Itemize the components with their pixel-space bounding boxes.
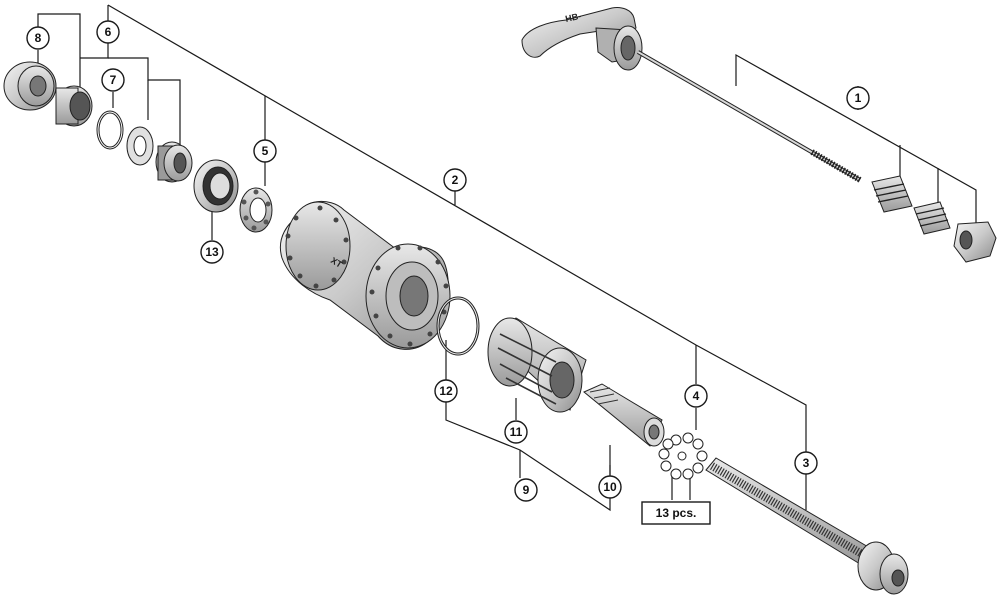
spacer-part xyxy=(126,126,154,166)
quick-release-skewer-rod xyxy=(637,50,862,183)
callout-4: 4 xyxy=(684,384,708,408)
svg-text:12: 12 xyxy=(439,384,453,398)
callout-5: 5 xyxy=(253,139,277,163)
callout-11: 11 xyxy=(504,420,528,444)
hub-body: XT xyxy=(280,200,451,350)
skewer-spring-2 xyxy=(913,201,951,235)
svg-text:1: 1 xyxy=(855,91,862,105)
cone-part xyxy=(55,85,93,127)
callout-9: 9 xyxy=(514,478,538,502)
o-ring-part-12 xyxy=(436,296,480,356)
svg-text:6: 6 xyxy=(105,25,112,39)
cone-part-2 xyxy=(155,141,193,183)
callout-6: 6 xyxy=(96,20,120,44)
hub-spoke-holes xyxy=(285,205,449,347)
qr-brand-text: HB- xyxy=(564,11,582,24)
callout-13: 13 xyxy=(200,240,224,264)
ball-bearings-part-4 xyxy=(658,432,708,480)
callout-12: 12 xyxy=(434,379,458,403)
skewer-nut xyxy=(953,221,997,263)
callout-8: 8 xyxy=(26,26,50,50)
freehub-body-part-11 xyxy=(487,317,587,413)
svg-text:9: 9 xyxy=(523,483,530,497)
svg-text:8: 8 xyxy=(35,31,42,45)
callout-3: 3 xyxy=(794,451,818,475)
callout-2: 2 xyxy=(443,168,467,192)
svg-text:7: 7 xyxy=(110,73,117,87)
washer-part-7 xyxy=(96,110,124,150)
svg-text:3: 3 xyxy=(803,456,810,470)
lock-nut-part-8 xyxy=(3,61,57,111)
quick-release-lever: HB- xyxy=(521,7,643,71)
seal-part-13 xyxy=(193,159,239,213)
bearing-part-5 xyxy=(239,187,273,233)
svg-text:5: 5 xyxy=(262,144,269,158)
svg-text:10: 10 xyxy=(603,480,617,494)
svg-text:13: 13 xyxy=(205,245,219,259)
svg-text:2: 2 xyxy=(452,173,459,187)
callout-10: 10 xyxy=(598,475,622,499)
svg-text:11: 11 xyxy=(510,425,523,439)
callout-1: 1 xyxy=(846,86,870,110)
svg-text:4: 4 xyxy=(693,389,700,403)
quantity-note: 13 pcs. xyxy=(641,501,711,525)
spacer-tube-part-10 xyxy=(583,383,665,447)
axle-part-3 xyxy=(705,457,909,595)
callout-7: 7 xyxy=(101,68,125,92)
quantity-note-text: 13 pcs. xyxy=(656,506,697,520)
skewer-spring-1 xyxy=(871,175,913,213)
